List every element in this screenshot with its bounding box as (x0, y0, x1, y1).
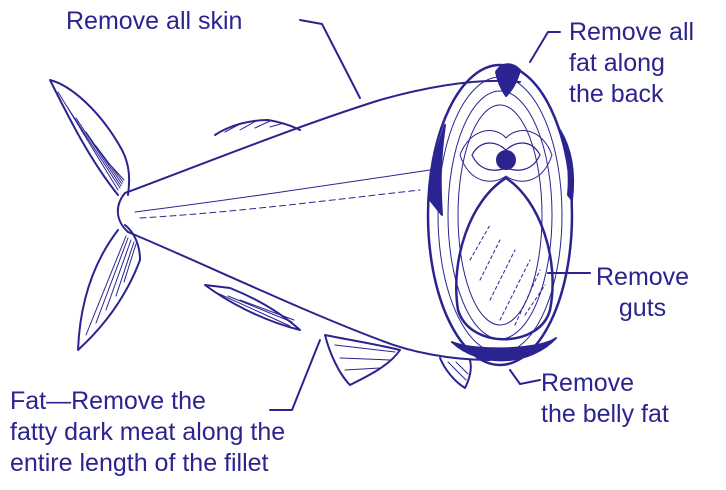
skin-leader (300, 20, 360, 98)
label-remove-back-fat: Remove all fat along the back (569, 17, 694, 110)
label-line: fat along (569, 48, 694, 79)
label-remove-belly-fat: Remove the belly fat (541, 368, 669, 430)
label-line: Fat—Remove the (10, 386, 285, 417)
tail-fin (50, 80, 140, 350)
label-remove-fillet-fat: Fat—Remove the fatty dark meat along the… (10, 386, 285, 479)
label-line: guts (596, 293, 689, 324)
label-line: Remove (596, 262, 689, 293)
label-line: fatty dark meat along the (10, 417, 285, 448)
back-leader (530, 32, 560, 62)
label-line: Remove all (569, 17, 694, 48)
label-line: Remove (541, 368, 669, 399)
lower-fins (205, 285, 471, 388)
label-remove-guts: Remove guts (596, 262, 689, 324)
belly-fat (452, 338, 556, 360)
label-line: entire length of the fillet (10, 448, 285, 479)
label-line: the belly fat (541, 399, 669, 430)
cross-section (428, 64, 573, 365)
label-line: the back (569, 79, 694, 110)
belly-leader (510, 370, 540, 384)
label-remove-skin: Remove all skin (66, 6, 242, 37)
fish-body (118, 81, 520, 360)
